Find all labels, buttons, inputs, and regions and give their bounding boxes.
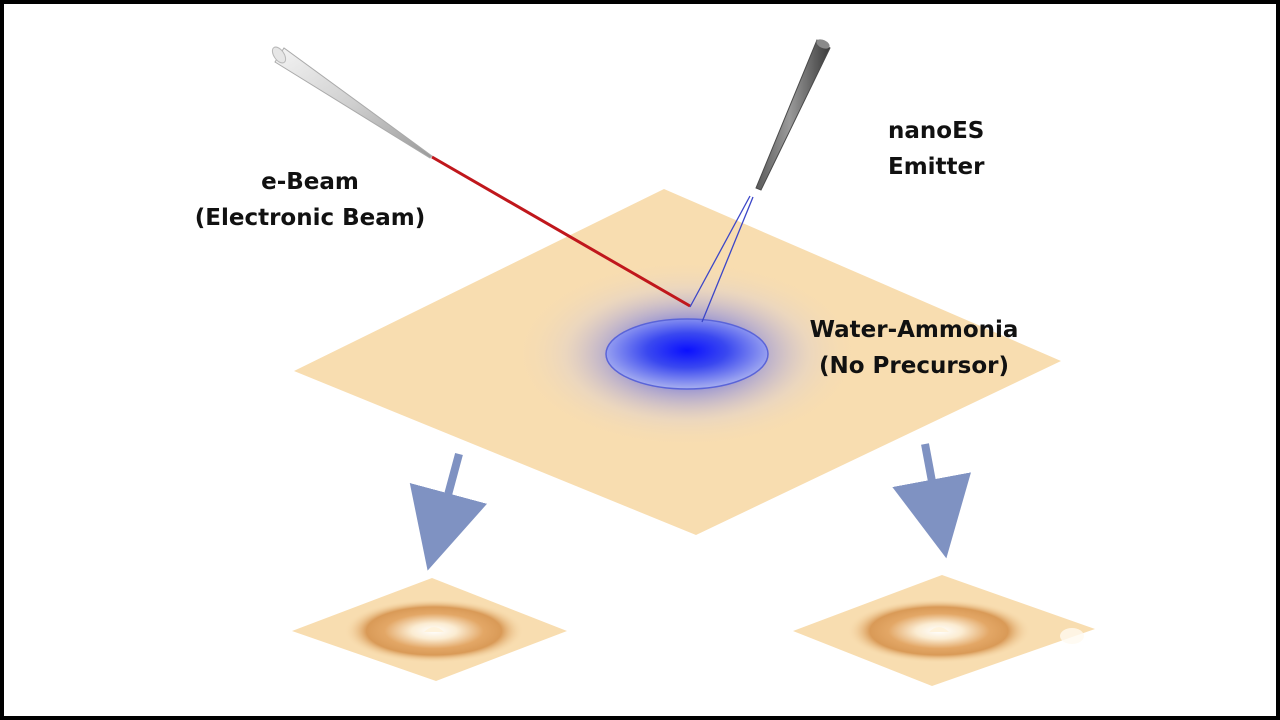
nanoes-emitter-icon [755, 39, 831, 191]
water-ammonia-label-line2: (No Precursor) [818, 353, 1010, 379]
e-beam-needle-icon [271, 46, 433, 159]
diagram-canvas [271, 39, 1095, 686]
down-arrow-icon [409, 452, 488, 571]
e-beam-label-line1: e-Beam [261, 169, 359, 195]
spray-cone [689, 195, 754, 323]
water-ammonia-label-line1: Water-Ammonia [809, 317, 1019, 343]
nanoes-emitter-label: nanoES Emitter [888, 113, 985, 185]
down-arrow-icon [892, 443, 971, 559]
water-ammonia-label: Water-Ammonia (No Precursor) [804, 312, 1024, 384]
nanoes-emitter-label-line2: Emitter [888, 154, 985, 180]
water-ammonia-droplet [605, 318, 769, 390]
e-beam-label-line2: (Electronic Beam) [194, 205, 426, 231]
diagram-frame: e-Beam (Electronic Beam) nanoES Emitter … [4, 4, 1276, 716]
e-beam-label: e-Beam (Electronic Beam) [190, 164, 430, 236]
nanoes-emitter-label-line1: nanoES [888, 118, 985, 144]
e-beam-line [431, 155, 691, 308]
